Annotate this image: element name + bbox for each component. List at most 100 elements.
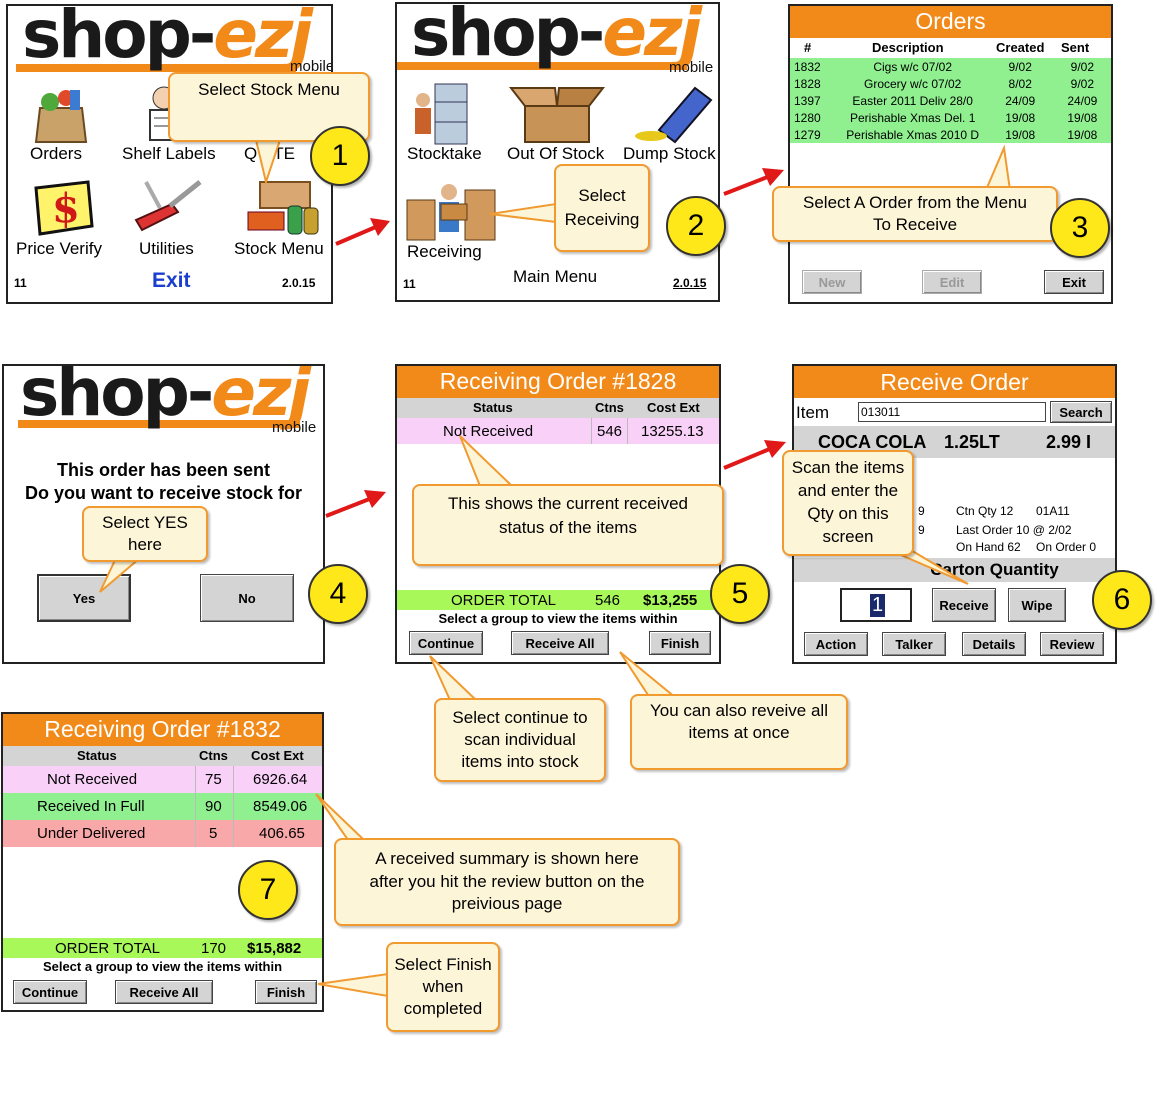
row-ctns: 75 [205, 771, 222, 788]
review-button[interactable]: Review [1040, 632, 1104, 656]
callout-receive-all: You can also reveive all items at once [630, 694, 848, 770]
callout-received-summary: A received summary is shown here after y… [334, 838, 680, 926]
status-row[interactable]: Under Delivered 5 406.65 [3, 820, 322, 847]
open-box-icon[interactable] [507, 80, 607, 146]
order-total-bar: ORDER TOTAL 170 $15,882 [3, 938, 322, 958]
shelf-worker-icon[interactable] [409, 82, 471, 146]
menu-stock-menu[interactable]: Stock Menu [234, 239, 324, 258]
red-arrow-icon [723, 440, 786, 470]
menu-receiving[interactable]: Receiving [407, 242, 482, 261]
orders-column-header: # Description Created Sent [790, 38, 1111, 58]
order-created: 24/09 [1005, 93, 1036, 108]
receiving-header: Receiving Order #1832 [3, 714, 322, 746]
red-arrow-icon [335, 218, 390, 246]
screen-stock-menu: shop-ezj mobile Stocktake Out Of Stock D… [395, 2, 720, 302]
order-description: Grocery w/c 07/02 [863, 76, 962, 91]
item-label: Item [796, 403, 830, 422]
action-button[interactable]: Action [804, 632, 868, 656]
order-number: 1832 [794, 59, 821, 74]
carton-quantity-value: 1 [870, 594, 886, 617]
details-button[interactable]: Details [962, 632, 1026, 656]
order-created: 19/08 [1005, 127, 1036, 142]
search-button[interactable]: Search [1050, 401, 1112, 423]
callout-text: To Receive [872, 215, 958, 234]
menu-stocktake[interactable]: Stocktake [407, 144, 482, 163]
receiving-header: Receiving Order #1828 [397, 366, 719, 398]
shop-ezj-logo: shop-ezj [22, 4, 313, 73]
menu-dump-stock[interactable]: Dump Stock [623, 144, 716, 163]
wipe-button[interactable]: Wipe [1008, 588, 1066, 622]
pointer-finish [317, 972, 389, 998]
row-cost: 406.65 [259, 825, 305, 842]
no-button[interactable]: No [200, 574, 294, 622]
col-cost-ext: Cost Ext [251, 748, 304, 763]
callout-select-finish: Select Finish when completed [386, 942, 500, 1032]
column-divider [195, 766, 196, 847]
edit-button[interactable]: Edit [922, 270, 982, 294]
carton-quantity-input[interactable]: 1 [840, 588, 912, 622]
step-number-2: 2 [666, 196, 726, 256]
status-row[interactable]: Received In Full 90 8549.06 [3, 793, 322, 820]
pointer-4 [99, 557, 143, 593]
callout-continue: Select continue to scan individual items… [434, 698, 606, 782]
dollar-tag-icon[interactable]: $ [28, 178, 98, 238]
menu-price-verify[interactable]: Price Verify [16, 239, 102, 258]
finish-button[interactable]: Finish [255, 980, 317, 1004]
exit-link[interactable]: Exit [152, 269, 191, 292]
receive-all-button[interactable]: Receive All [115, 980, 213, 1004]
step-number-3: 3 [1050, 198, 1110, 258]
callout-text: preivious page [451, 894, 563, 914]
receive-button[interactable]: Receive [932, 588, 996, 622]
stock-box-icon[interactable] [240, 178, 328, 238]
grocery-bag-icon[interactable] [30, 86, 92, 144]
product-price: 2.99 I [1046, 432, 1092, 452]
footer-left: 11 [14, 276, 27, 290]
order-number: 1280 [794, 110, 821, 125]
continue-button[interactable]: Continue [409, 631, 483, 655]
finish-button[interactable]: Finish [649, 631, 711, 655]
callout-text: here [127, 535, 163, 554]
callout-text: Select A Order from the Menu [803, 192, 1027, 212]
item-input[interactable]: 013011 [858, 402, 1046, 422]
menu-orders[interactable]: Orders [30, 144, 82, 163]
shop-ezj-logo: shop-ezj [20, 364, 311, 431]
eraser-icon[interactable] [629, 82, 713, 144]
version-label: 2.0.15 [673, 276, 707, 290]
screen-receiving-order-1832: Receiving Order #1832 Status Ctns Cost E… [1, 712, 324, 1012]
col-number: # [804, 40, 812, 55]
col-ctns: Ctns [199, 748, 228, 763]
menu-shelf-labels[interactable]: Shelf Labels [122, 144, 216, 163]
confirm-line-1: This order has been sent [56, 460, 271, 480]
col-created: Created [996, 40, 1045, 55]
talker-button[interactable]: Talker [882, 632, 946, 656]
order-total-bar: ORDER TOTAL 546 $13,255 [397, 590, 719, 610]
callout-text: items into stock [461, 752, 579, 772]
receive-all-button[interactable]: Receive All [511, 631, 609, 655]
total-label: ORDER TOTAL [451, 592, 557, 609]
row-ctns: 5 [209, 825, 218, 842]
menu-out-of-stock[interactable]: Out Of Stock [507, 144, 605, 163]
callout-text: and enter the [797, 481, 899, 501]
pocket-knife-icon[interactable] [130, 178, 204, 236]
new-button[interactable]: New [802, 270, 862, 294]
continue-button[interactable]: Continue [13, 980, 87, 1004]
total-ctns: 546 [595, 592, 621, 609]
status-row[interactable]: Not Received 75 6926.64 [3, 766, 322, 793]
receiving-column-header: Status Ctns Cost Ext [3, 746, 322, 766]
logo-underline [397, 62, 687, 70]
order-sent: 24/09 [1067, 93, 1098, 108]
yes-button[interactable]: Yes [37, 574, 131, 622]
product-name: COCA COLA [818, 432, 927, 452]
status-row[interactable]: Not Received 546 13255.13 [397, 418, 719, 444]
step-number-7: 7 [238, 860, 298, 920]
exit-button[interactable]: Exit [1044, 270, 1104, 294]
menu-utilities[interactable]: Utilities [139, 239, 194, 258]
row-status: Received In Full [37, 798, 145, 815]
